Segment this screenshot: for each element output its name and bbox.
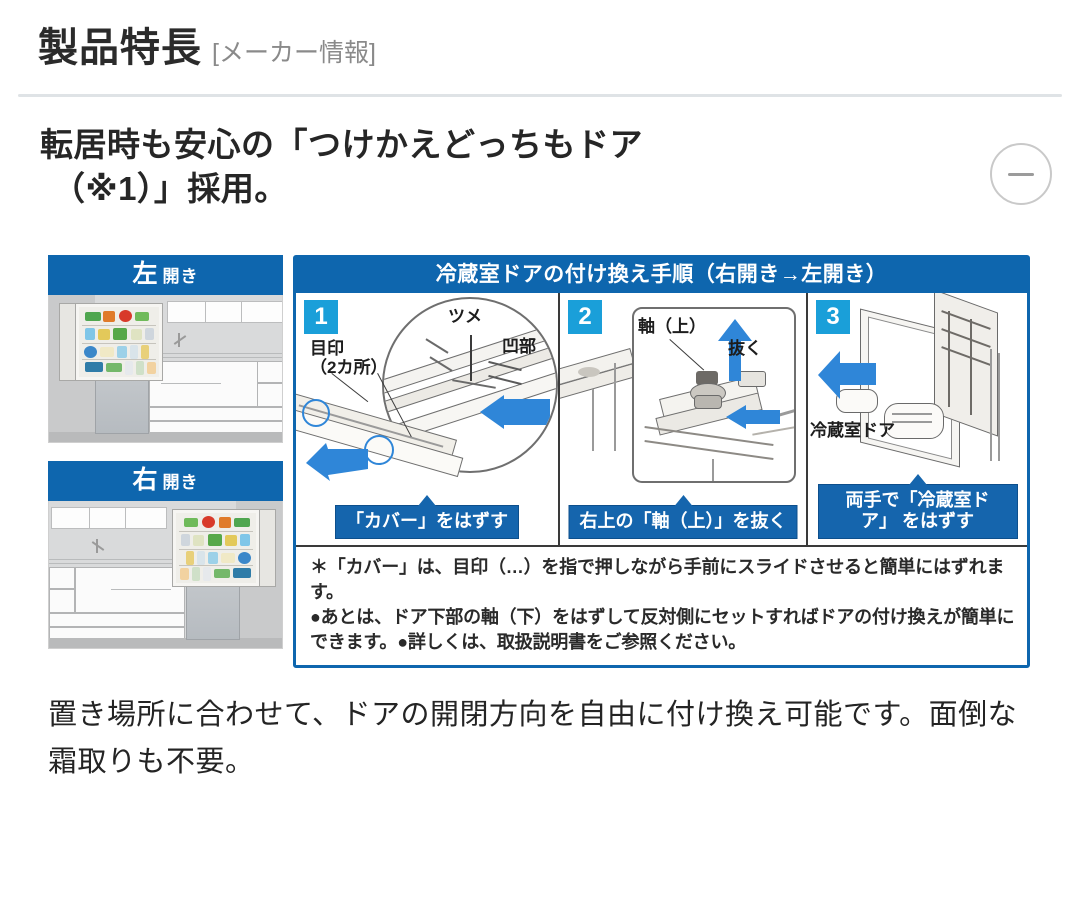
lift-arrow-icon-step3 [818, 351, 876, 400]
accordion-heading-line2: （※1）」採用。 [52, 170, 288, 208]
procedure-steps: 1 [296, 293, 1027, 548]
accordion-heading-text: 転居時も安心の「つけかえどっちもドア （※1）」採用。 [0, 123, 962, 211]
minus-circle-icon[interactable] [990, 143, 1052, 205]
step-caption-2: 右上の「軸（上）」を抜く [568, 495, 798, 540]
page-title: 製品特長 [38, 26, 202, 70]
procedure-notes: ＊「カバー」は、目印（…）を指で押しながら手前にスライドさせると簡単にはずれます… [296, 547, 1027, 664]
zoom-box-step2 [632, 307, 796, 484]
marker-circle-1-step1 [302, 399, 330, 428]
label-oubu-step1: 凹部 [502, 337, 536, 357]
step-number-badge-2: 2 [568, 300, 602, 335]
label-jiku-ue-step2: 軸（上） [638, 317, 706, 337]
feature-description: 置き場所に合わせて、ドアの開閉方向を自由に付け換え可能です。面倒な霜取りも不要。 [48, 698, 1018, 778]
procedure-box: 冷蔵室ドアの付け換え手順（右開き→左開き） 1 [293, 255, 1030, 668]
procedure-step-3: 3 [806, 293, 1027, 546]
step-caption-3-line1: 両手で「冷蔵室ドア」 [845, 489, 990, 532]
slide-arrow-icon-step1 [306, 443, 368, 482]
marker-circle-2-step1 [364, 435, 394, 466]
accordion-toggle-wrap[interactable] [962, 123, 1080, 205]
step-caption-3-line2: をはずす [902, 511, 974, 532]
feature-figure: 左開き [48, 255, 1080, 668]
procedure-note-2: ●あとは、ドア下部の軸（下）をはずして反対側にセットすればドアの付け換えが簡単に… [310, 607, 1015, 652]
step-caption-3: 両手で「冷蔵室ドア」 をはずす [817, 473, 1018, 540]
step-number-badge-3: 3 [816, 300, 850, 335]
direction-label-sub-right: 開き [162, 473, 199, 493]
procedure-step-2: 2 [558, 293, 806, 546]
label-nuku-step2: 抜く [728, 339, 762, 359]
step-caption-1: 「カバー」をはずす [335, 495, 519, 540]
procedure-note-1: ＊「カバー」は、目印（…）を指で押しながら手前にスライドさせると簡単にはずれます… [310, 557, 1005, 603]
label-tsume-step1: ツメ [448, 307, 482, 327]
pull-up-arrow-icon-step2 [718, 319, 752, 382]
page-subtitle: [メーカー情報] [212, 39, 376, 67]
direction-header-right: 右開き [48, 461, 283, 502]
step-number-badge-1: 1 [304, 300, 338, 335]
label-reizoushitsu-door-step3: 冷蔵室ドア [810, 421, 895, 441]
label-mejirushi-step1: 目印 （2カ所） [310, 339, 388, 378]
direction-label-main-right: 右 [132, 466, 159, 495]
accordion-section-header[interactable]: 転居時も安心の「つけかえどっちもドア （※1）」採用。 [0, 97, 1080, 211]
procedure-step-1: 1 [296, 293, 558, 545]
accordion-heading-line1: 転居時も安心の「つけかえどっちもドア [40, 126, 643, 163]
kitchen-illustration-left-open [48, 295, 283, 444]
title-divider [18, 94, 1062, 97]
procedure-header: 冷蔵室ドアの付け換え手順（右開き→左開き） [296, 258, 1027, 294]
slide-arrow-icon-step1-zoom [480, 395, 550, 430]
direction-block-right-open: 右開き [48, 461, 283, 650]
direction-block-left-open: 左開き [48, 255, 283, 444]
direction-label-main-left: 左 [132, 260, 159, 289]
direction-header-left: 左開き [48, 255, 283, 296]
kitchen-illustration-right-open [48, 501, 283, 650]
direction-label-sub-left: 開き [162, 267, 199, 287]
minus-bar [1008, 172, 1034, 176]
pull-arrow-icon-step2 [726, 405, 780, 430]
direction-examples: 左開き [48, 255, 283, 650]
page-header: 製品特長 [メーカー情報] [0, 0, 1080, 68]
